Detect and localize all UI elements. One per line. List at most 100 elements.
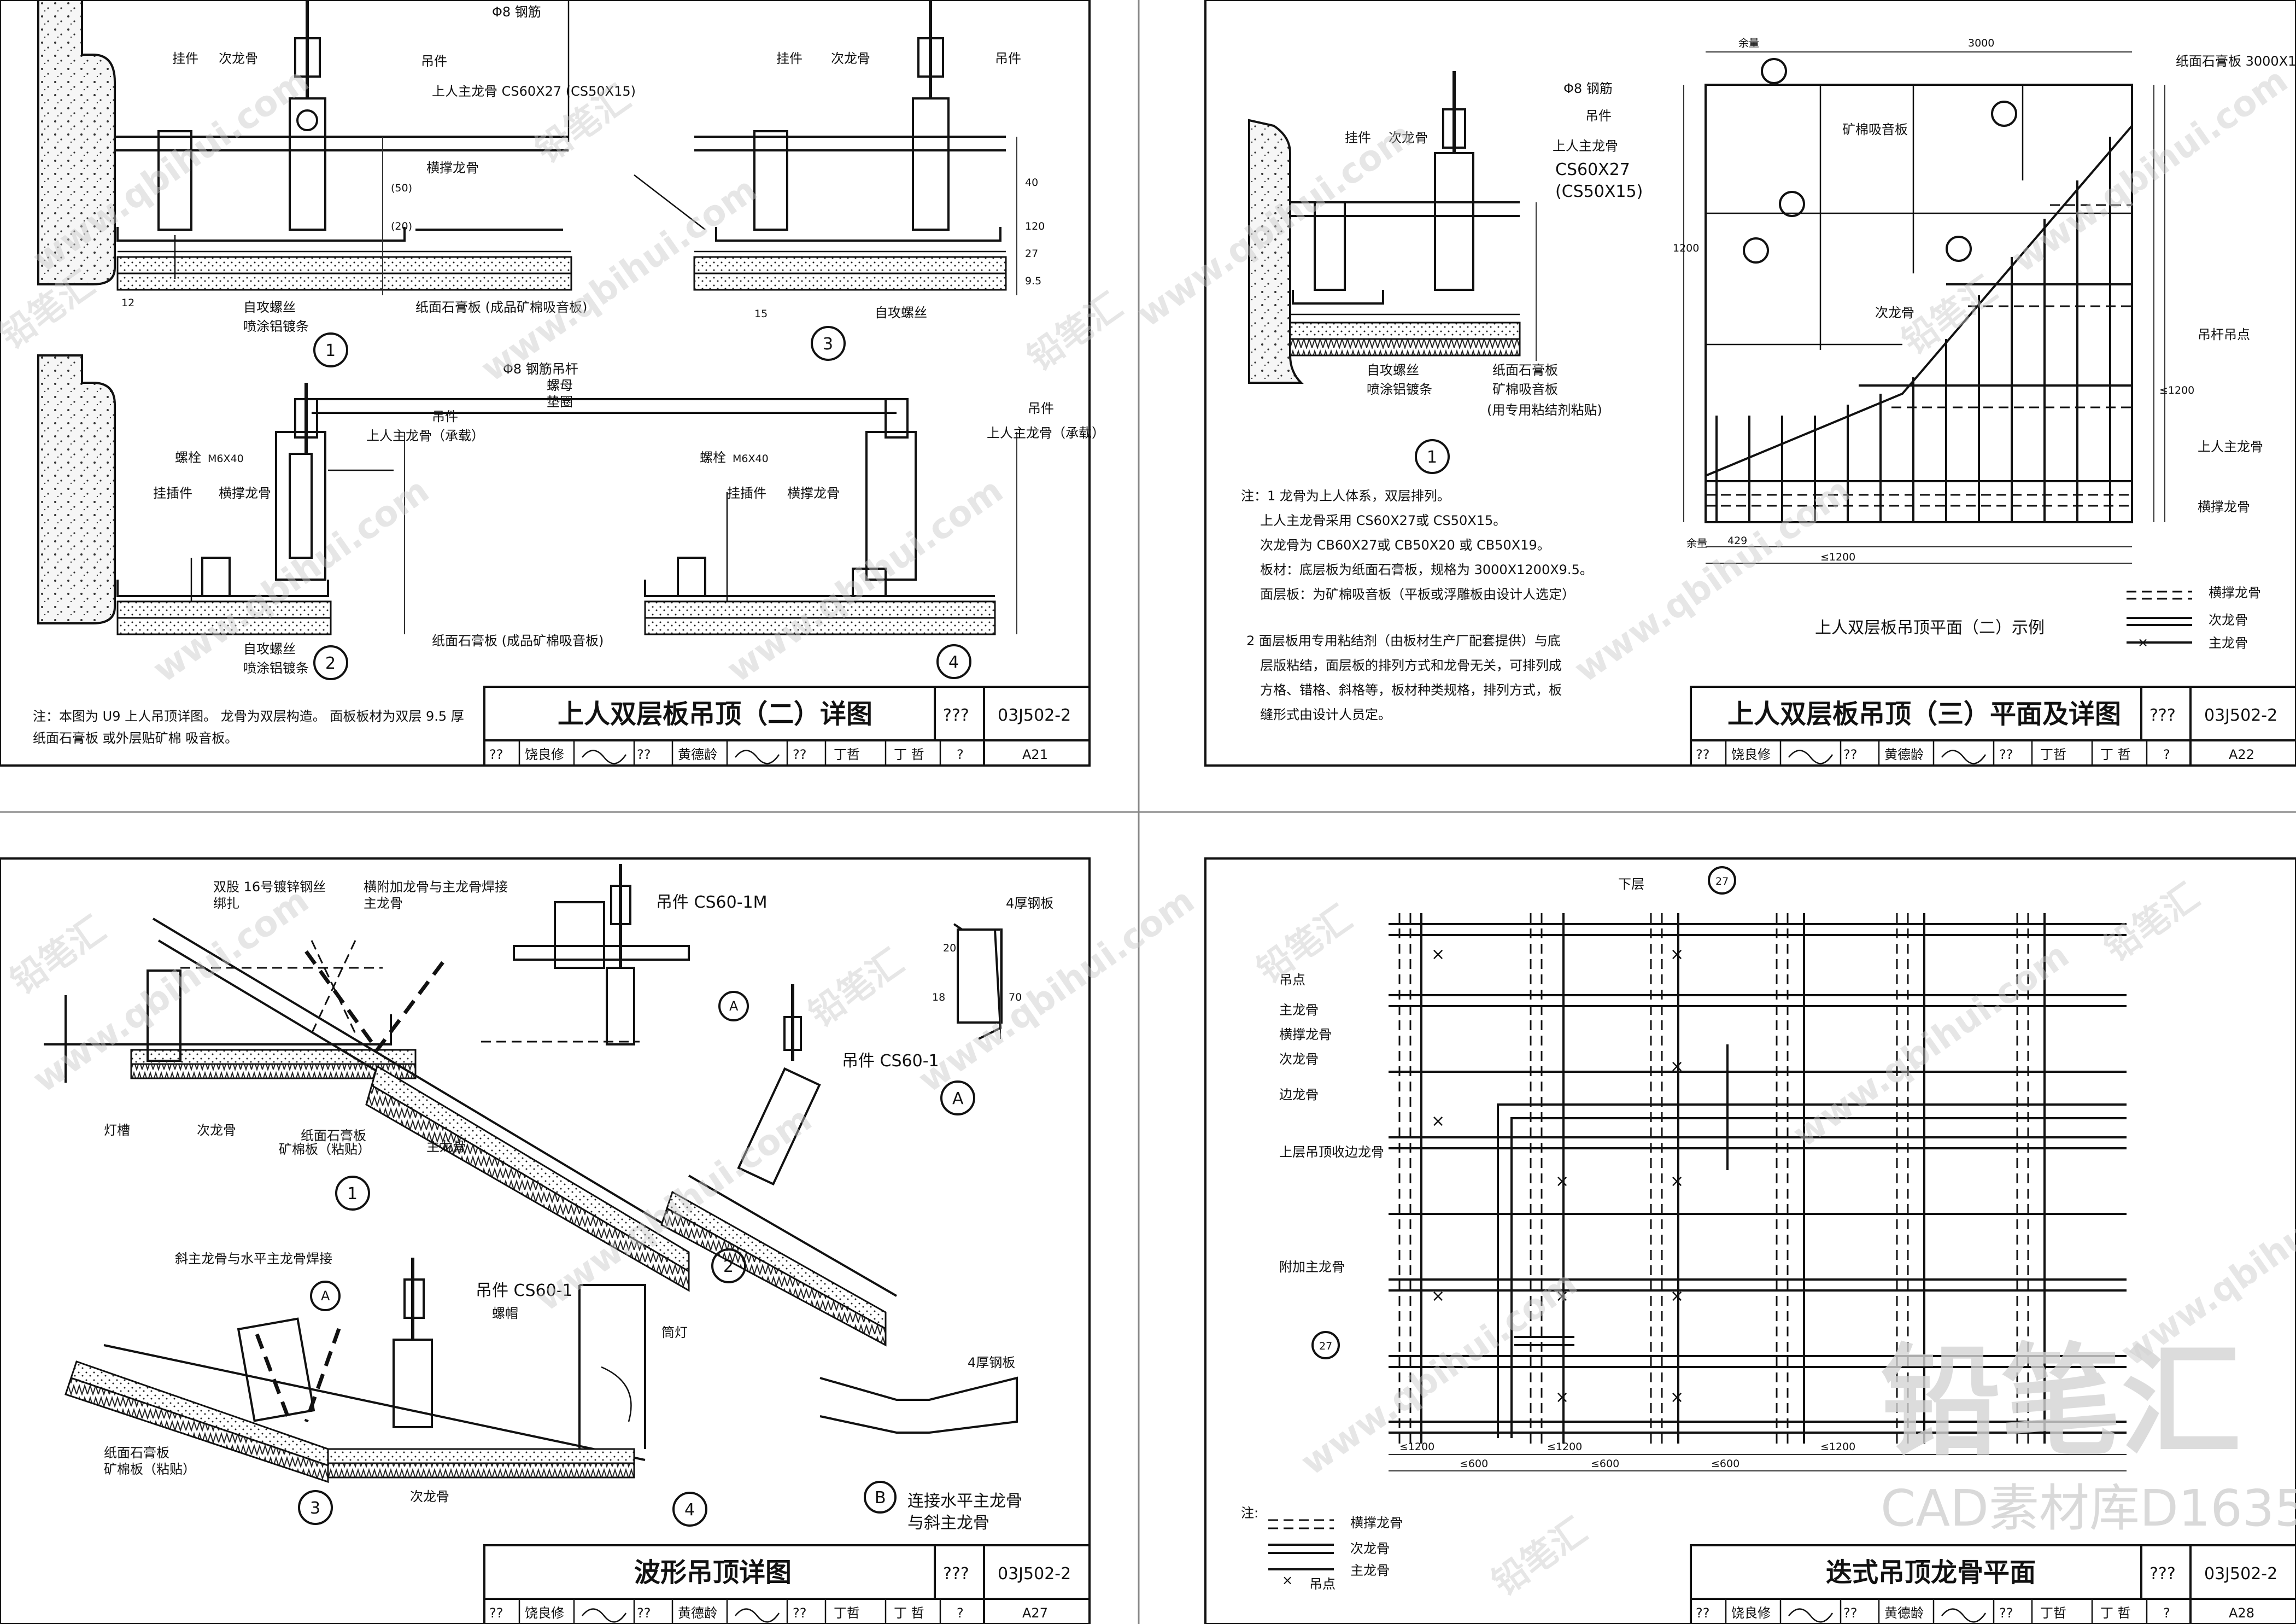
p3-mark-a2-text: A	[321, 1288, 330, 1304]
tb-person1: 饶良修	[1731, 747, 1771, 762]
dim-120-text: 120	[1025, 220, 1045, 232]
page-number: A27	[1022, 1605, 1048, 1621]
p4-dim-le1200-b: ≤1200	[1547, 1441, 1582, 1453]
pen-tu-label-2: 喷涂铝镀条	[243, 661, 309, 676]
rod-x: ×	[1555, 1287, 1569, 1306]
tb-q1: ??	[489, 1605, 503, 1621]
p2-legend: × 横撑龙骨 次龙骨 主龙骨	[2127, 585, 2261, 651]
p3-dim-70: 70	[1009, 991, 1022, 1003]
p2-index-circle	[1779, 191, 1805, 217]
p2-dim-yuliang-b: 余量	[1686, 538, 1707, 550]
p3-main-keel2: 主龙骨	[426, 1139, 466, 1154]
panel-a27: 双股 16号镀锌钢丝 绑扎 横附加龙骨与主龙骨焊接 主龙骨 吊件 CS60-1M…	[0, 857, 1091, 1624]
detail-number-1: 1	[325, 341, 336, 360]
tb-q3: ??	[793, 747, 806, 762]
p3-mark-a2	[310, 1281, 341, 1311]
tb-q1: ??	[1696, 747, 1709, 762]
tb-person2: 黄德龄	[678, 747, 717, 762]
p3-slant-weld: 斜主龙骨与水平主龙骨焊接	[175, 1251, 332, 1266]
tb-person1: 饶良修	[525, 1605, 564, 1621]
atlas-q-mark: ???	[943, 706, 969, 725]
zigong-luosi-label-3: 自攻螺丝	[875, 305, 927, 320]
title-block-a21: 上人双层板吊顶（二）详图 ??? 03J502-2 ?? 饶良修 ?? 黄德龄 …	[483, 686, 1091, 767]
p2-note-0: 注：1 龙骨为上人体系，双层排列。	[1241, 488, 1450, 504]
cheng-long-gu-label: 横撑龙骨	[426, 160, 479, 176]
rod-x: ×	[1431, 945, 1445, 964]
p2-glue: (用专用粘结剂粘贴)	[1487, 402, 1602, 418]
p3-detail-4	[672, 1492, 707, 1527]
p2-rebar: Φ8 钢筋	[1563, 81, 1613, 96]
page-number: A28	[2229, 1605, 2254, 1621]
panel-a21: (50) (20) 40 120 27 9.5 12 15 Φ8 钢筋 挂件 次…	[0, 0, 1105, 767]
p2-note-6: 层版粘结，面层板的排列方式和龙骨无关，可排列成	[1260, 658, 1562, 673]
rod-x: ×	[1670, 1057, 1684, 1076]
p4-detail-ref-text: 27	[1715, 875, 1729, 887]
p2-main-keel-size2: (CS50X15)	[1555, 182, 1643, 201]
tb-person3: 丁哲	[2040, 747, 2066, 762]
p3-plate4: 4厚钢板	[1006, 896, 1053, 911]
detail-number-3: 3	[823, 335, 833, 354]
p2-hanger: 吊件	[1585, 108, 1612, 124]
p2-mineral: 矿棉吸音板	[1492, 382, 1558, 397]
panel-a22: Φ8 钢筋 吊件 挂件 次龙骨 上人主龙骨 CS60X27 (CS50X15) …	[1204, 0, 2296, 767]
p2-plan-board-label: 纸面石膏板 3000X1200X9.5	[2176, 54, 2296, 69]
board-label: 纸面石膏板 (成品矿棉吸音板)	[415, 300, 587, 315]
p2-detail-number: 1	[1427, 448, 1437, 467]
p2-detail-marker	[1415, 439, 1450, 474]
p4-legend-cheng: 横撑龙骨	[1350, 1515, 1403, 1530]
gua-cha-jian-label: 挂插件	[153, 486, 192, 501]
main-keel-label-4: 上人主龙骨（承载）	[987, 425, 1105, 441]
p4-legend-ci: 次龙骨	[1350, 1541, 1390, 1556]
page-number: A21	[1022, 747, 1048, 762]
p3-detail-1-text: 1	[347, 1184, 358, 1204]
p2-index-circle	[1946, 236, 1972, 262]
p2-plan-title: 上人双层板吊顶平面（二）示例	[1815, 618, 2045, 638]
p2-note-7: 方格、错格、斜格等，板材种类规格，排列方式，板	[1260, 682, 1562, 698]
tb-person1: 饶良修	[1731, 1605, 1771, 1621]
zigong-label-2: 自攻螺丝	[243, 641, 296, 657]
p2-plan-rod-label: 吊杆吊点	[2198, 327, 2250, 342]
p3-hanger-1m: 吊件 CS60-1M	[656, 893, 768, 912]
legend-main: 主龙骨	[2209, 635, 2248, 651]
p3-mark-b	[864, 1481, 897, 1514]
note-line-1: 注：本图为 U9 上人吊顶详图。 龙骨为双层构造。 面板板材为双层 9.5 厚	[33, 709, 464, 724]
dim-50-text: (50)	[391, 182, 412, 194]
bolt-size-label: M6X40	[208, 453, 244, 465]
p4-legend-main: 主龙骨	[1350, 1563, 1390, 1578]
pen-tu-label: 喷涂铝镀条	[243, 319, 309, 334]
tb-person3: 丁哲	[834, 1605, 860, 1621]
board2-label: 纸面石膏板 (成品矿棉吸音板)	[432, 633, 604, 649]
p4-lower: 下层	[1618, 877, 1644, 892]
p3-mark-b-text: B	[875, 1488, 886, 1508]
p4-legend-rod: 吊点	[1309, 1576, 1336, 1592]
p4-main-keel: 主龙骨	[1279, 1002, 1319, 1018]
cheng-label-4: 横撑龙骨	[787, 486, 840, 501]
panel-a28: × × × × × × × × × × × ≤1200 ≤600 ≤1200 ≤…	[1204, 857, 2296, 1624]
p2-ci-long-gu: 次龙骨	[1389, 130, 1428, 145]
diao-jian-label-3: 吊件	[995, 51, 1021, 66]
p3-mark-a-big-text: A	[952, 1089, 964, 1108]
p2-plan-ci-lines	[1715, 137, 2111, 522]
p4-vertical-main	[1420, 913, 2046, 1444]
gua-jian-label-3: 挂件	[776, 51, 803, 66]
dim-40-text: 40	[1025, 177, 1038, 189]
tb-q3: ??	[1999, 1605, 2013, 1621]
p4-cheng: 横撑龙骨	[1279, 1027, 1332, 1042]
tb-sig3: 丁 哲	[2100, 747, 2131, 762]
p3-dim-20: 20	[943, 942, 956, 954]
tb-person3: 丁哲	[2040, 1605, 2066, 1621]
p2-dim-le1200: ≤1200	[2159, 384, 2194, 396]
atlas-q-mark: ???	[2149, 1564, 2176, 1584]
detail-number-4: 4	[948, 653, 959, 672]
p3-hanger-1: 吊件 CS60-1	[842, 1051, 939, 1071]
wm-brand-large: 铅笔汇	[1881, 1332, 2241, 1472]
tb-person3: 丁哲	[834, 747, 860, 762]
zigong-luosi-label: 自攻螺丝	[243, 300, 296, 315]
p2-zigong: 自攻螺丝	[1367, 363, 1419, 378]
page-number: A22	[2229, 747, 2254, 762]
p3-detail-1	[335, 1176, 370, 1211]
p3-detail-2	[711, 1248, 746, 1283]
rod-x: ×	[1670, 1388, 1684, 1407]
note-line-2: 纸面石膏板 或外层贴矿棉 吸音板。	[33, 731, 238, 746]
p3-b-note1: 连接水平主龙骨	[907, 1492, 1022, 1511]
